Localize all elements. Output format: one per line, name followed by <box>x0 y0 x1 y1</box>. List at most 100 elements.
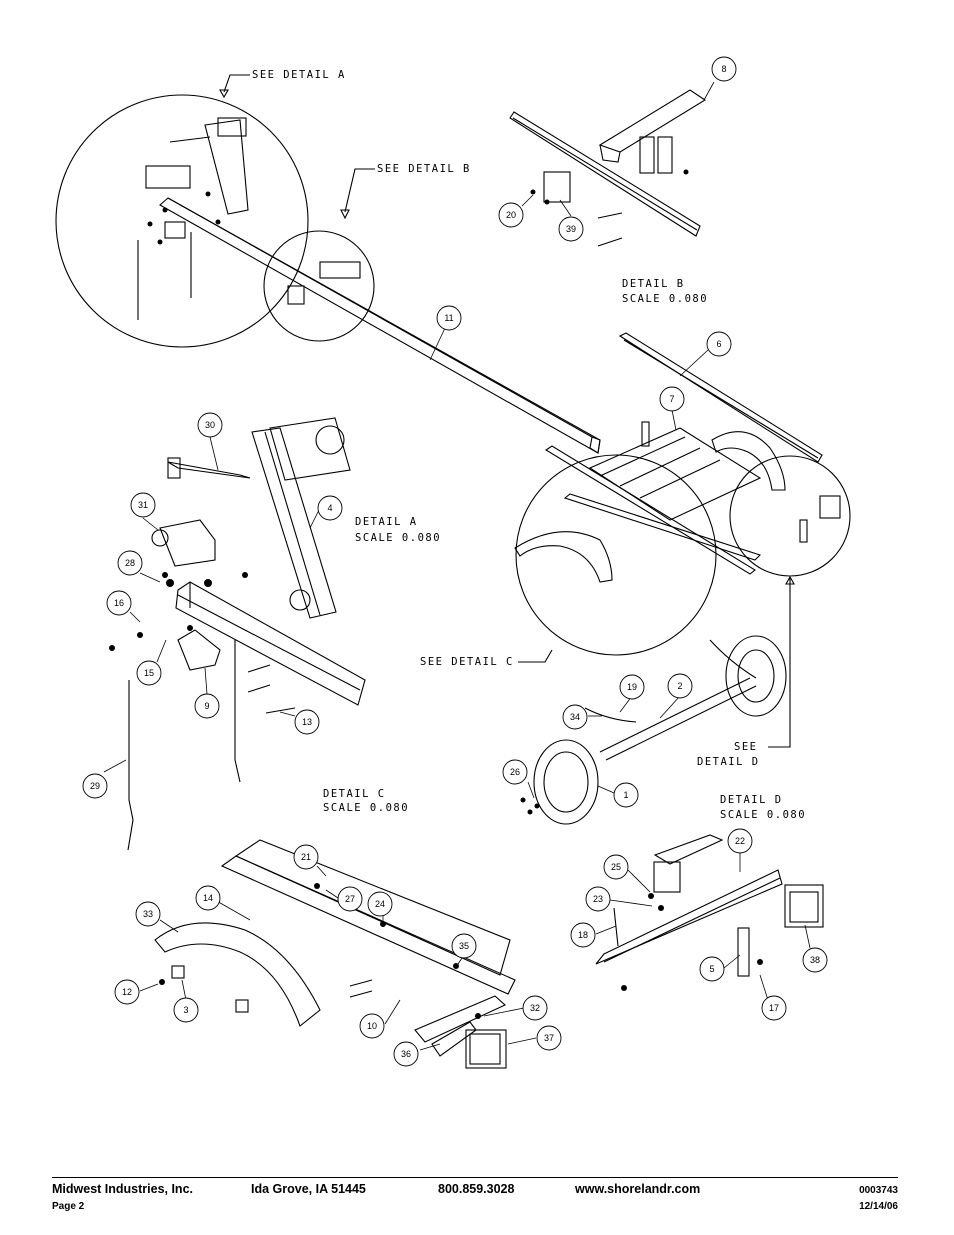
footer-divider <box>52 1177 898 1178</box>
callout-17: 17 <box>769 1003 779 1013</box>
callout-1: 1 <box>623 790 628 800</box>
callout-6: 6 <box>716 339 721 349</box>
callout-16: 16 <box>114 598 124 608</box>
page-number: Page 2 <box>52 1201 85 1212</box>
callout-39: 39 <box>566 224 576 234</box>
callout-22: 22 <box>735 836 745 846</box>
callout-circle-3 <box>173 997 199 1023</box>
document-number: 0003743 <box>859 1185 898 1196</box>
detail-c-scale: SCALE 0.080 <box>323 802 409 814</box>
callout-circle-26 <box>502 759 528 785</box>
callout-circle-29 <box>82 773 108 799</box>
callout-circle-17 <box>761 995 787 1021</box>
callout-circle-7 <box>659 386 685 412</box>
callout-circle-1 <box>613 782 639 808</box>
callout-circle-37 <box>536 1025 562 1051</box>
callout-23: 23 <box>593 894 603 904</box>
callout-3: 3 <box>183 1005 188 1015</box>
detail-d-title: DETAIL D <box>720 794 783 806</box>
callout-34: 34 <box>570 712 580 722</box>
callout-circle-22 <box>727 828 753 854</box>
callout-11: 11 <box>444 313 453 323</box>
callout-circle-18 <box>570 922 596 948</box>
callout-14: 14 <box>203 893 213 903</box>
callout-circle-36 <box>393 1041 419 1067</box>
see-detail-b-label: SEE DETAIL B <box>377 163 471 175</box>
document-date: 12/14/06 <box>859 1201 898 1212</box>
detail-b-scale: SCALE 0.080 <box>622 293 708 305</box>
callout-circle-16 <box>106 590 132 616</box>
callout-circle-34 <box>562 704 588 730</box>
callout-circle-15 <box>136 660 162 686</box>
callout-9: 9 <box>204 701 209 711</box>
callout-circle-2 <box>667 673 693 699</box>
detail-d-scale: SCALE 0.080 <box>720 809 806 821</box>
callout-26: 26 <box>510 767 520 777</box>
callout-4: 4 <box>327 503 332 513</box>
exploded-parts-diagram: SEE DETAIL A SEE DETAIL B DETAIL B SCALE… <box>55 56 851 1069</box>
callout-circle-23 <box>585 886 611 912</box>
callout-8: 8 <box>721 64 726 74</box>
callout-circle-28 <box>117 550 143 576</box>
callout-36: 36 <box>401 1049 411 1059</box>
callout-7: 7 <box>669 394 674 404</box>
callout-29: 29 <box>90 781 100 791</box>
see-detail-a-label: SEE DETAIL A <box>252 69 346 81</box>
callout-circle-20 <box>498 202 524 228</box>
footer: Midwest Industries, Inc. Ida Grove, IA 5… <box>52 1182 898 1198</box>
detail-a-title: DETAIL A <box>355 516 418 528</box>
callout-15: 15 <box>144 668 154 678</box>
callout-circle-32 <box>522 995 548 1021</box>
callout-10: 10 <box>367 1021 377 1031</box>
company-phone: 800.859.3028 <box>438 1182 515 1196</box>
callout-19: 19 <box>627 682 637 692</box>
callout-18: 18 <box>578 930 588 940</box>
callout-circle-30 <box>197 412 223 438</box>
callout-12: 12 <box>122 987 132 997</box>
callout-38: 38 <box>810 955 820 965</box>
company-name: Midwest Industries, Inc. <box>52 1182 193 1196</box>
see-detail-d-label-line1: SEE <box>734 741 757 753</box>
see-detail-d-label-line2: DETAIL D <box>697 756 760 768</box>
callout-circle-33 <box>135 901 161 927</box>
callout-circle-38 <box>802 947 828 973</box>
detail-c-circle <box>515 454 717 656</box>
detail-a-scale: SCALE 0.080 <box>355 532 441 544</box>
callout-circle-25 <box>603 854 629 880</box>
callout-circle-9 <box>194 693 220 719</box>
callout-27: 27 <box>345 894 355 904</box>
callout-13: 13 <box>302 717 312 727</box>
callout-circle-27 <box>337 886 363 912</box>
detail-b-circle <box>263 230 375 342</box>
callout-32: 32 <box>530 1003 540 1013</box>
callout-31: 31 <box>138 500 148 510</box>
callout-circle-4 <box>317 495 343 521</box>
callout-circle-24 <box>367 891 393 917</box>
callout-circle-31 <box>130 492 156 518</box>
callout-circle-13 <box>294 709 320 735</box>
callout-circle-39 <box>558 216 584 242</box>
company-location: Ida Grove, IA 51445 <box>251 1182 366 1196</box>
callout-33: 33 <box>143 909 153 919</box>
callout-2: 2 <box>677 681 682 691</box>
callout-30: 30 <box>205 420 215 430</box>
detail-a-circle <box>55 94 309 348</box>
callout-20: 20 <box>506 210 516 220</box>
detail-c-title: DETAIL C <box>323 788 386 800</box>
callout-21: 21 <box>301 852 311 862</box>
callout-24: 24 <box>375 899 385 909</box>
callout-circle-11 <box>436 305 462 331</box>
callout-circle-5 <box>699 956 725 982</box>
see-detail-c-label: SEE DETAIL C <box>420 656 514 668</box>
company-website[interactable]: www.shorelandr.com <box>575 1182 701 1196</box>
callout-35: 35 <box>459 941 469 951</box>
callout-circle-6 <box>706 331 732 357</box>
callout-circle-14 <box>195 885 221 911</box>
callout-circle-10 <box>359 1013 385 1039</box>
callout-circle-19 <box>619 674 645 700</box>
callout-28: 28 <box>125 558 135 568</box>
callout-5: 5 <box>709 964 714 974</box>
callout-37: 37 <box>544 1033 554 1043</box>
callout-circle-35 <box>451 933 477 959</box>
